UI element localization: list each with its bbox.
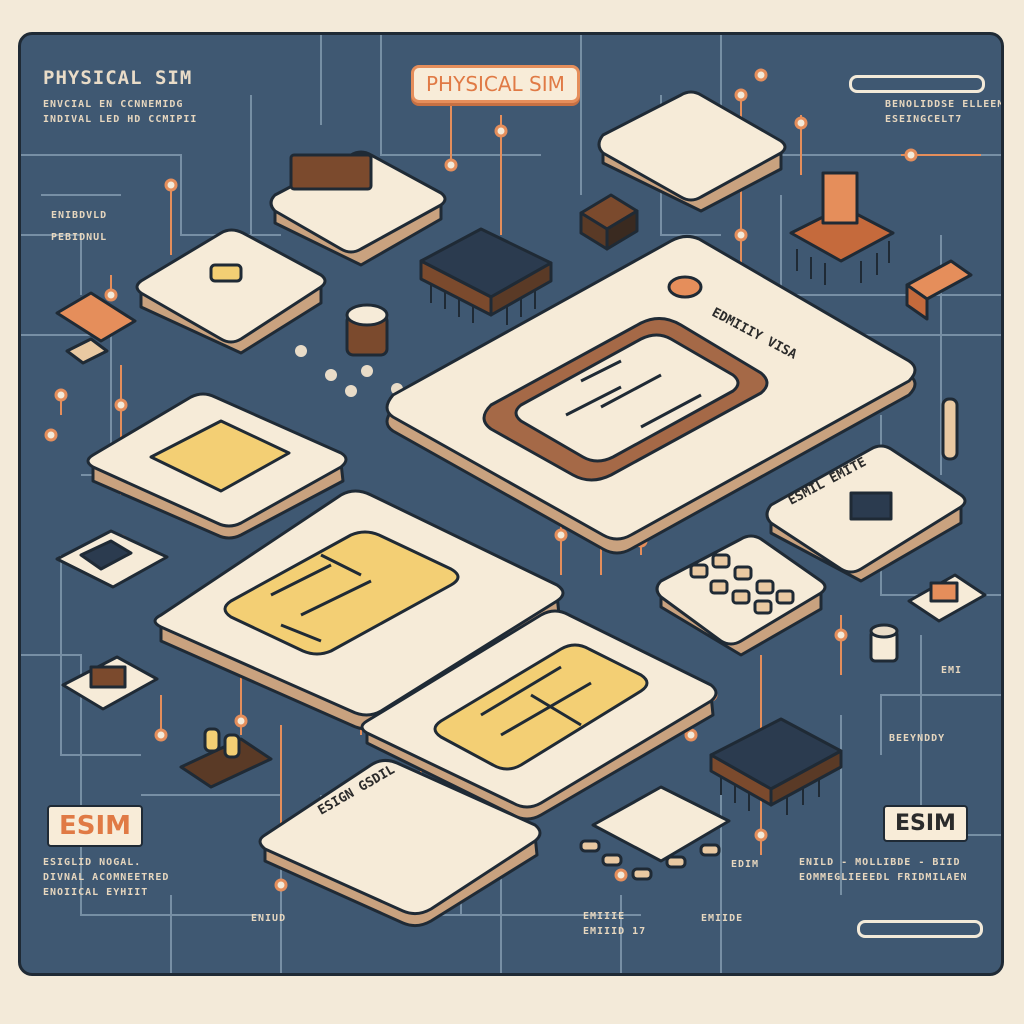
sim-card-artwork: EDMIIIY VISA ESMIL EMITE ESIGN GSDIL <box>55 90 987 928</box>
esim-caption-left: ESIGLID NOGAL. DIVNAL ACOMNEETRED ENOIIC… <box>43 857 170 898</box>
esim-label-left: ESIM <box>47 805 144 847</box>
keypad-card-icon <box>655 534 827 657</box>
bottom-label-3: EMIIDE <box>701 913 744 924</box>
small-card-lower-left-icon <box>61 655 159 711</box>
illustration-frame: EDMIIIY VISA ESMIL EMITE ESIGN GSDIL PHY… <box>18 32 1004 976</box>
capacitor-2-icon <box>869 623 899 663</box>
small-card-left-icon <box>55 529 169 589</box>
sim-card-topleft-icon <box>135 228 327 355</box>
capacitor-icon <box>345 303 389 357</box>
bottom-label-2: EMIIIE EMIIID 17 <box>583 911 647 937</box>
right-mid-label: BEEYNDDY <box>889 733 946 744</box>
physical-sim-heading: PHYSICAL SIM <box>43 67 193 89</box>
esim-label-right: ESIM <box>883 805 968 842</box>
sim-card-lower-icon <box>258 758 542 928</box>
sim-card-topright-icon <box>597 90 787 213</box>
physical-sim-pill: PHYSICAL SIM <box>411 65 580 103</box>
right-small-label-2: EDIM <box>731 859 760 870</box>
component-tower-icon <box>789 171 895 285</box>
resistor-icon <box>941 397 959 461</box>
small-card-right-icon <box>907 573 987 623</box>
component-cluster-icon <box>179 727 273 789</box>
main-sim-card-icon <box>385 234 917 555</box>
component-bottom-card-icon <box>579 785 731 881</box>
esim-caption-right: ENILD - MOLLIBDE - BIID EOMMEGLIEEEDL FR… <box>799 857 968 883</box>
top-right-caption: BENOLIDDSE ELLEEMOE ESEINGCELT7 <box>885 99 1004 125</box>
microchip-icon <box>419 227 553 325</box>
top-right-bar <box>849 75 985 93</box>
sim-card-frame-icon <box>360 609 718 821</box>
left-mid-caption: ENIBDVLD PEBIDNUL <box>51 210 108 243</box>
connector-right-icon <box>905 259 973 321</box>
sim-card-center-icon <box>153 489 565 731</box>
physical-sim-caption: ENVCIAL EN CCNNEMIDG INDIVAL LED HD CCMI… <box>43 99 198 125</box>
sim-card-left-icon <box>86 392 348 540</box>
sim-card-topcenter-icon <box>269 150 447 267</box>
connector-left-icon <box>55 291 137 365</box>
right-small-label: EMI <box>941 665 963 676</box>
bottom-right-bar <box>857 920 983 938</box>
bottom-label-1: ENIUD <box>251 913 287 924</box>
component-small-chip-icon <box>579 193 639 251</box>
esim-card-icon <box>765 444 967 583</box>
microchip-right-icon <box>709 717 843 815</box>
